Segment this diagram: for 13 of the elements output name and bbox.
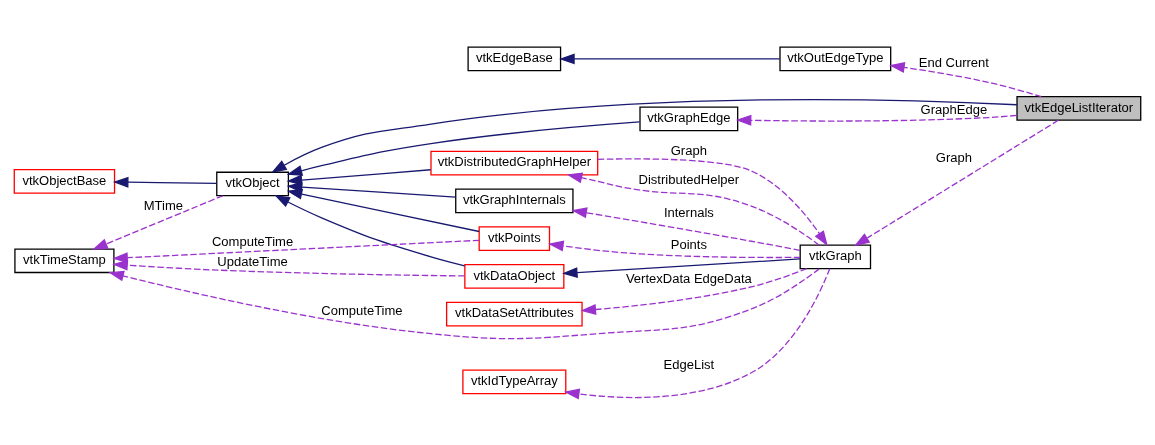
edge-label: VertexData EdgeData: [625, 270, 752, 286]
edge-label: MTime: [143, 197, 184, 213]
edge-label: Graph: [935, 149, 972, 165]
edge-label: UpdateTime: [217, 253, 288, 269]
edge-label: Internals: [663, 204, 714, 220]
edge-label: EdgeList: [663, 356, 715, 372]
edge-label: ComputeTime: [321, 303, 403, 319]
edge-label: Points: [670, 237, 707, 253]
edge-label: Graph: [670, 143, 707, 159]
edge-label: DistributedHelper: [638, 171, 740, 187]
edge-label: End Current: [918, 54, 989, 70]
edge-label: GraphEdge: [920, 101, 988, 117]
edge-label: ComputeTime: [211, 234, 294, 250]
